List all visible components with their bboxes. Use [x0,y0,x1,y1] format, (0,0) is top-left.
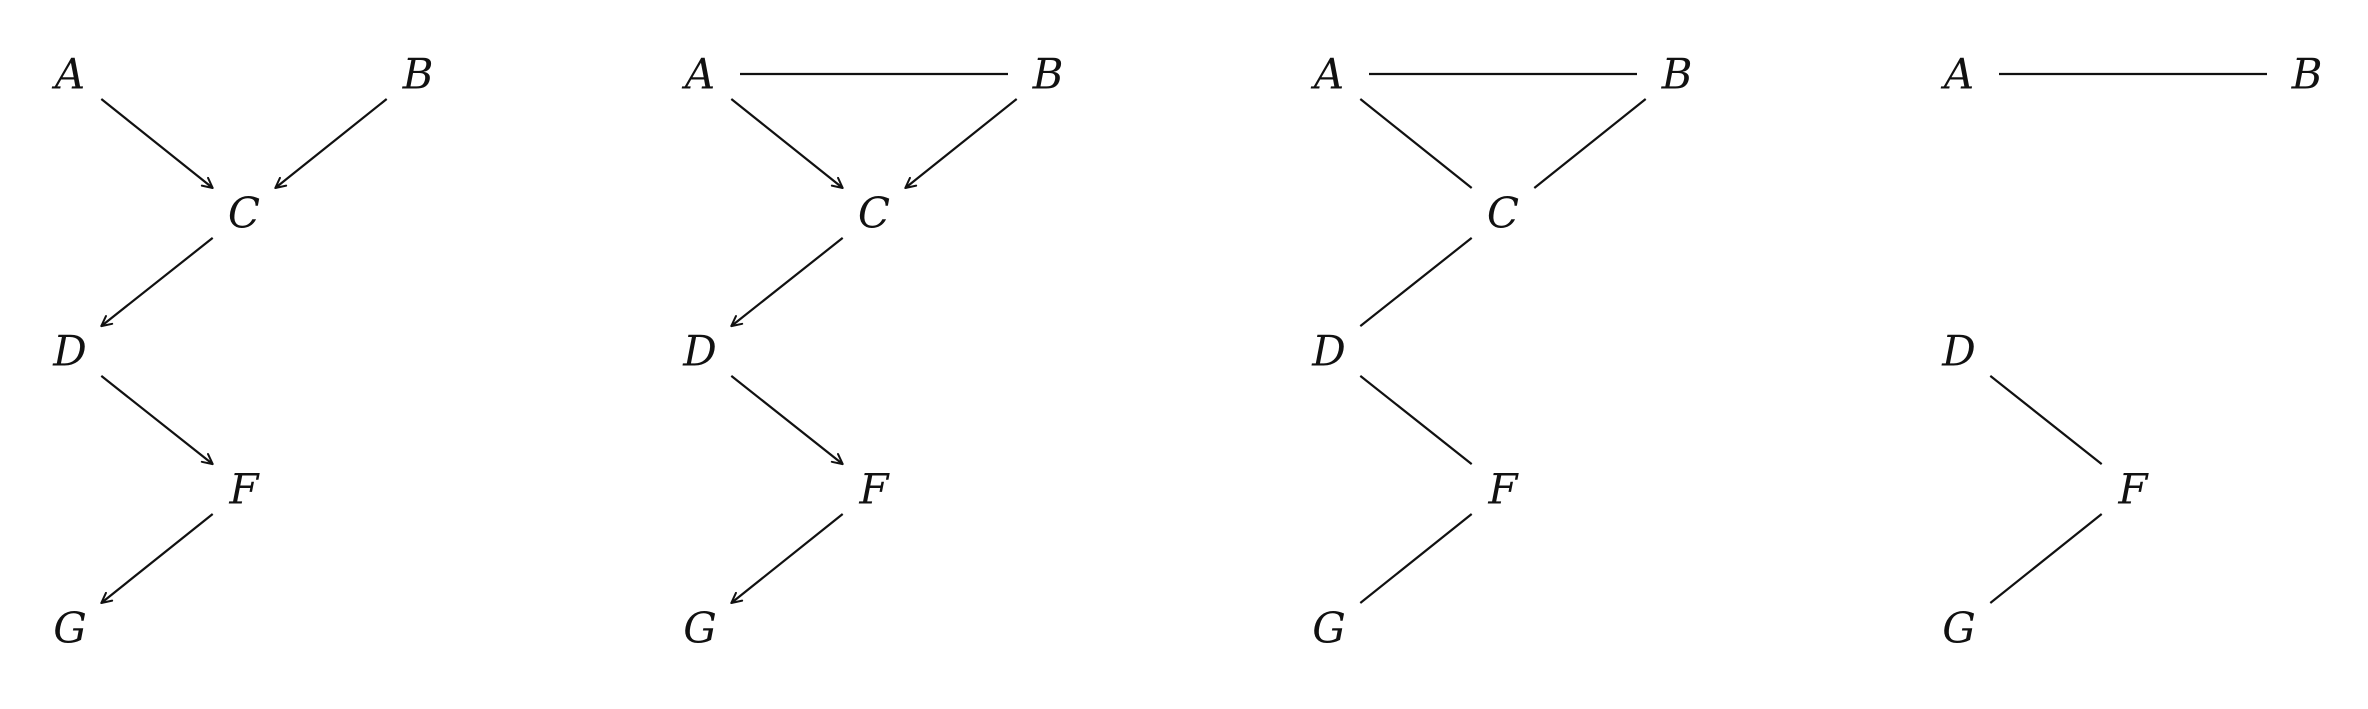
edge-b-c-arrow [274,98,388,189]
edge-f-g-line [1359,513,1473,604]
node-d-label: D [1941,327,1976,376]
edge-d-f-arrow [730,375,844,466]
node-b-label: B [1032,50,1064,99]
edge-b-c-line [1533,98,1647,189]
node-b-label: B [402,50,434,99]
edge-a-c-arrow [730,98,844,189]
node-d-label: D [682,327,717,376]
node-g-label: G [1312,604,1346,653]
edge-d-f-line [1359,375,1473,465]
graph-panel-2: A B C D F G [681,50,1064,653]
edge-c-d-line [1359,237,1473,327]
node-d-label: D [1311,327,1346,376]
edge-b-c-arrow [904,98,1018,189]
node-a-label: A [1940,50,1974,99]
node-f-label: F [2117,465,2149,514]
edge-a-c-line [1359,98,1473,189]
edge-f-g-arrow [730,513,844,604]
edge-f-g-line [1989,513,2103,604]
edge-a-c-arrow [100,98,214,189]
graph-panel-3: A B C D F G [1310,50,1693,653]
node-c-label: C [858,189,890,238]
node-a-label: A [681,50,715,99]
node-g-label: G [53,604,87,653]
node-a-label: A [1310,50,1344,99]
edge-c-d-arrow [100,237,214,328]
node-c-label: C [228,189,260,238]
node-f-label: F [858,465,890,514]
node-f-label: F [1487,465,1519,514]
graph-panel-1: A B C D F G [51,50,434,653]
node-a-label: A [51,50,85,99]
graph-panel-4: A B D F G [1940,50,2323,653]
edge-c-d-arrow [730,237,844,328]
edge-d-f-line [1989,375,2103,465]
node-g-label: G [683,604,717,653]
node-c-label: C [1487,189,1519,238]
node-b-label: B [1661,50,1693,99]
edge-d-f-arrow [100,375,214,466]
node-d-label: D [52,327,87,376]
edge-f-g-arrow [100,513,214,604]
node-b-label: B [2291,50,2323,99]
node-f-label: F [228,465,260,514]
node-g-label: G [1942,604,1976,653]
